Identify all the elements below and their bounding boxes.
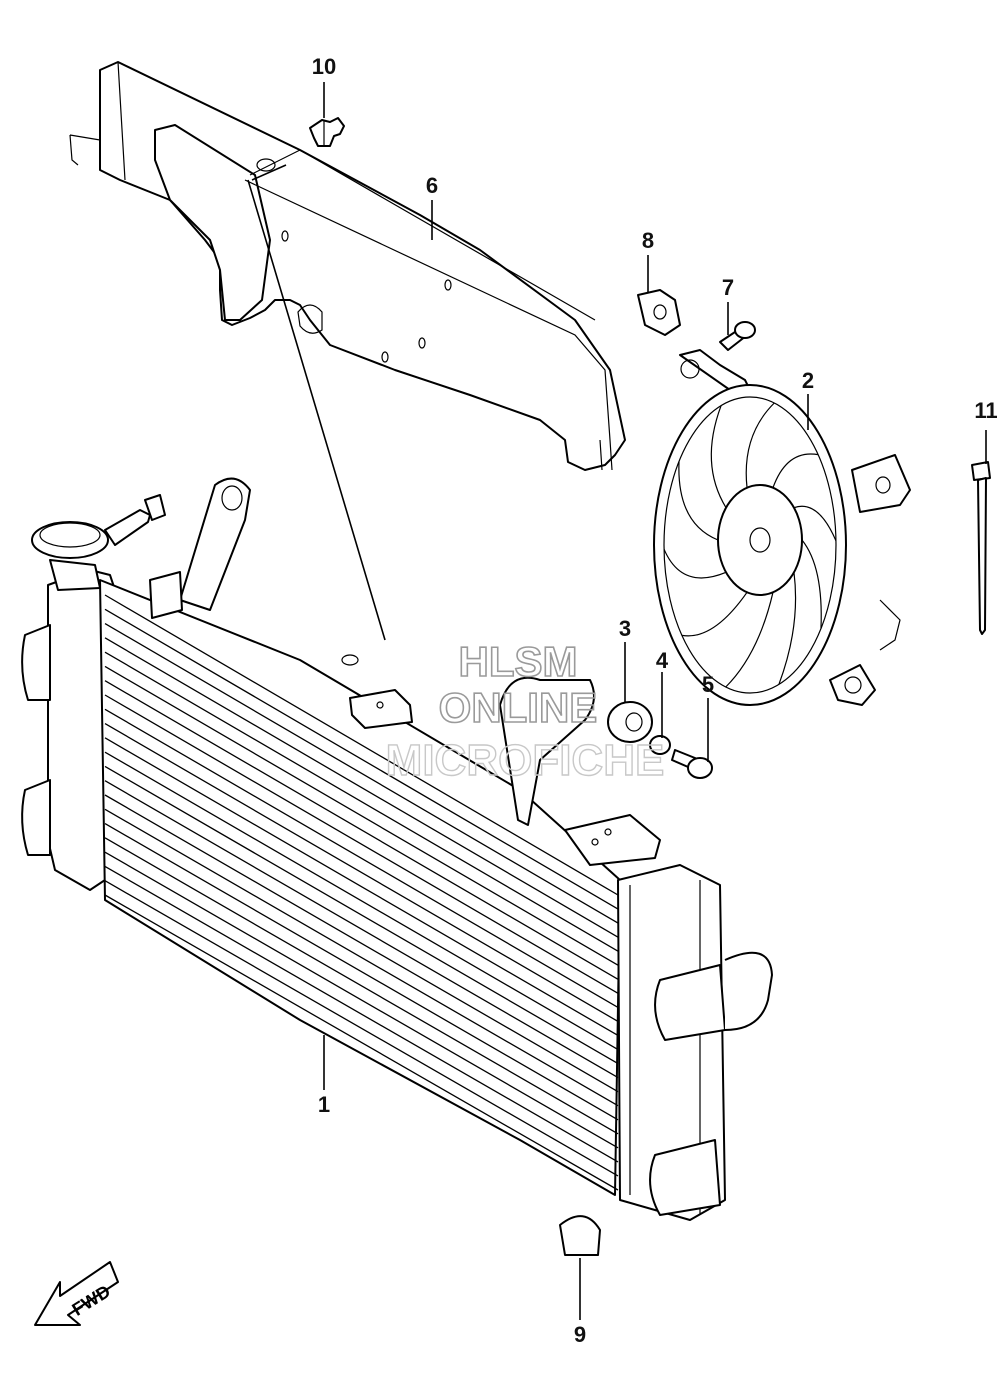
nut-part-8[interactable] <box>637 289 681 336</box>
fan-blade <box>772 453 819 488</box>
watermark-line-3: MICROFICHE <box>386 736 665 785</box>
radiator-fin <box>104 765 619 1065</box>
radiator-fin <box>104 794 619 1093</box>
fan-blades <box>663 402 837 688</box>
label-part-10: 10 <box>312 54 336 79</box>
label-part-11: 11 <box>974 398 997 423</box>
label-part-9: 9 <box>574 1322 586 1347</box>
fan-blade <box>793 505 837 542</box>
collar-part-4[interactable] <box>649 735 671 755</box>
clip-part-10[interactable] <box>309 117 345 147</box>
radiator-fin <box>104 651 619 952</box>
seal-part-9[interactable] <box>559 1215 601 1256</box>
watermark-line-1: HLSM <box>459 638 578 685</box>
fan-blade <box>678 461 719 541</box>
fan-blade <box>663 548 727 579</box>
bolt-part-5[interactable] <box>671 749 713 779</box>
label-part-6: 6 <box>426 173 438 198</box>
grommet-part-3[interactable] <box>607 701 653 743</box>
clip-leader-line <box>251 164 287 181</box>
label-part-8: 8 <box>642 228 654 253</box>
fan-blade <box>725 592 774 688</box>
radiator-fin <box>104 723 619 1022</box>
radiator-fin <box>104 708 619 1008</box>
cover-leader-line <box>247 179 386 641</box>
radiator-fin <box>104 637 619 938</box>
radiator-fin <box>104 751 619 1051</box>
radiator-fin <box>104 608 619 910</box>
radiator-fin <box>104 808 619 1107</box>
radiator-fin <box>104 880 619 1177</box>
fan-part-2[interactable] <box>653 349 911 706</box>
radiator-fin <box>104 737 619 1037</box>
radiator-fin <box>104 623 619 924</box>
radiator-fin <box>104 837 619 1135</box>
label-part-2: 2 <box>802 368 814 393</box>
fan-blade <box>745 402 775 488</box>
radiator-fin <box>104 851 619 1149</box>
radiator-fin <box>104 680 619 980</box>
radiator-part-1[interactable] <box>21 477 773 1221</box>
label-part-7: 7 <box>722 275 734 300</box>
watermark: HLSM ONLINE MICROFICHE <box>385 637 665 786</box>
radiator-fin <box>104 665 619 966</box>
cable-tie-part-11[interactable] <box>971 461 991 635</box>
leader-lines <box>323 82 987 1320</box>
fwd-arrow: FWD <box>34 1261 119 1326</box>
radiator-cover-part-6[interactable] <box>69 61 626 471</box>
label-part-1: 1 <box>318 1092 330 1117</box>
part-labels: 10 6 8 7 2 11 3 4 5 1 9 <box>312 54 998 1347</box>
fan-blade <box>801 539 822 629</box>
radiator-fin <box>104 694 619 994</box>
bolt-part-7[interactable] <box>719 321 756 351</box>
label-part-3: 3 <box>619 616 631 641</box>
fan-blade <box>710 405 727 508</box>
radiator-fin <box>104 894 619 1191</box>
fan-blade <box>778 572 797 685</box>
radiator-core-fins <box>104 594 619 1191</box>
radiator-fin <box>104 865 619 1163</box>
label-part-4: 4 <box>656 648 669 673</box>
fan-blade <box>681 591 748 637</box>
radiator-fin <box>104 780 619 1079</box>
radiator-fin <box>104 823 619 1121</box>
watermark-line-2: ONLINE <box>439 684 598 731</box>
label-part-5: 5 <box>702 672 714 697</box>
radiator-fin <box>104 594 619 896</box>
